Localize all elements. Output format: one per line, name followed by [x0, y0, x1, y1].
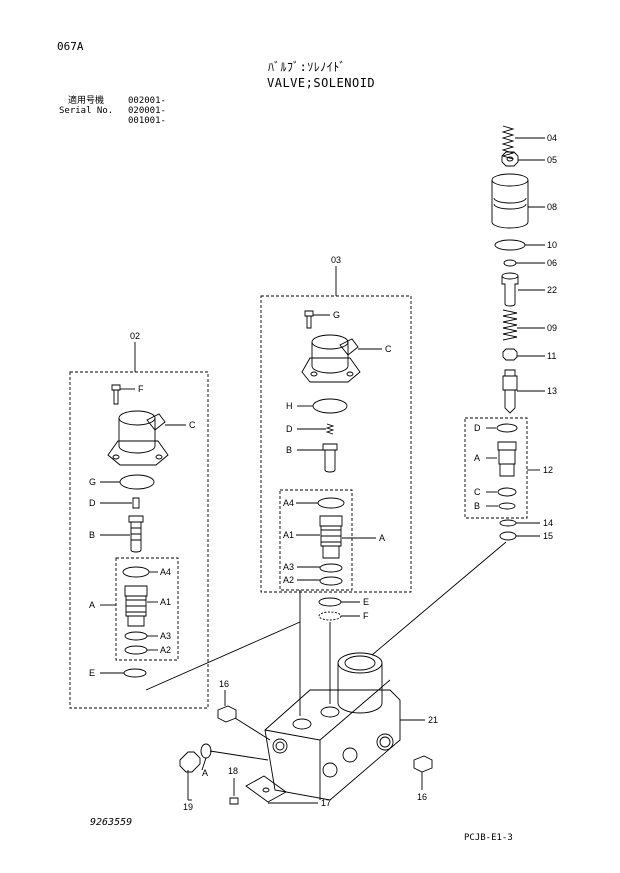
- callout-14: 14: [543, 518, 554, 528]
- callout-16-left: 16: [219, 679, 230, 689]
- callout-15: 15: [543, 531, 554, 541]
- group-box-02-a: [115, 557, 179, 661]
- callout-02-a3: A3: [160, 631, 172, 641]
- group-box-03-a: [279, 489, 353, 591]
- callout-09: 09: [547, 323, 558, 333]
- callout-03: 03: [331, 255, 342, 265]
- drawing-number: 9263559: [90, 817, 133, 828]
- assembly-leader-12: [371, 541, 507, 656]
- callout-03-c: C: [385, 344, 392, 354]
- callout-05: 05: [547, 155, 558, 165]
- callout-12-b: B: [474, 501, 481, 511]
- serial-label-jp: 適用号機: [68, 96, 105, 106]
- page-code: 067A: [57, 40, 84, 53]
- callout-03-a3: A3: [283, 562, 295, 572]
- serial-number-2: 020001-: [128, 106, 166, 116]
- callout-12-a: A: [474, 453, 481, 463]
- group-box-12: [464, 417, 528, 519]
- plug-16-left: [217, 705, 237, 723]
- callout-03-g: G: [333, 310, 341, 320]
- valve-body-21: [264, 652, 425, 801]
- callout-21: 21: [428, 715, 439, 725]
- callout-12-c: C: [474, 487, 481, 497]
- group-02-parts: [100, 384, 186, 678]
- group-03-parts: [296, 310, 382, 586]
- right-stack: [486, 125, 545, 541]
- callout-02-f: F: [138, 384, 144, 394]
- callout-18: 18: [228, 766, 239, 776]
- callout-12-d: D: [474, 423, 481, 433]
- plate-17: [245, 775, 287, 803]
- callout-19: 19: [183, 802, 194, 812]
- callout-19-a: A: [202, 768, 209, 778]
- callout-02-a2: A2: [160, 645, 172, 655]
- callout-08: 08: [547, 202, 558, 212]
- callout-02-d: D: [89, 498, 96, 508]
- callout-03-a4: A4: [283, 498, 295, 508]
- serial-label-en: Serial No.: [59, 106, 114, 116]
- callout-22: 22: [547, 285, 558, 295]
- callout-03-a2: A2: [283, 575, 295, 585]
- callout-02-b: B: [89, 530, 96, 540]
- callout-02-a1: A1: [160, 597, 172, 607]
- title-english: VALVE;SOLENOID: [267, 76, 376, 90]
- sheet-code: PCJB-E1-3: [464, 833, 513, 843]
- callout-mid-e: E: [363, 597, 370, 607]
- serial-number-1: 002001-: [128, 96, 166, 106]
- plug-19: [179, 751, 201, 773]
- callout-12: 12: [543, 465, 554, 475]
- callout-03-h: H: [286, 401, 293, 411]
- callout-03-a1: A1: [283, 530, 295, 540]
- callout-02-a4: A4: [160, 567, 172, 577]
- callout-17: 17: [321, 798, 332, 808]
- callout-02-g: G: [89, 477, 97, 487]
- callout-02-e: E: [89, 668, 96, 678]
- callout-02-a: A: [89, 600, 96, 610]
- callout-16-right: 16: [417, 792, 428, 802]
- middle-seals: [318, 597, 360, 621]
- title-japanese: ﾊﾞﾙﾌﾞ:ｿﾚﾉｲﾄﾞ: [268, 60, 346, 74]
- serial-number-3: 001001-: [128, 116, 166, 126]
- callout-13: 13: [547, 386, 558, 396]
- callout-02: 02: [130, 331, 141, 341]
- callout-03-a: A: [379, 533, 386, 543]
- assembly-leader-02: [145, 621, 301, 691]
- callout-04: 04: [547, 133, 558, 143]
- callout-mid-f: F: [363, 611, 369, 621]
- plug-16-right: [413, 755, 433, 773]
- callout-11: 11: [547, 351, 557, 361]
- group-box-02: [69, 371, 209, 709]
- screw-18: [229, 797, 239, 805]
- callout-02-c: C: [189, 420, 196, 430]
- callout-03-d: D: [286, 424, 293, 434]
- callout-06: 06: [547, 258, 558, 268]
- callout-10: 10: [547, 240, 558, 250]
- callout-03-b: B: [286, 445, 293, 455]
